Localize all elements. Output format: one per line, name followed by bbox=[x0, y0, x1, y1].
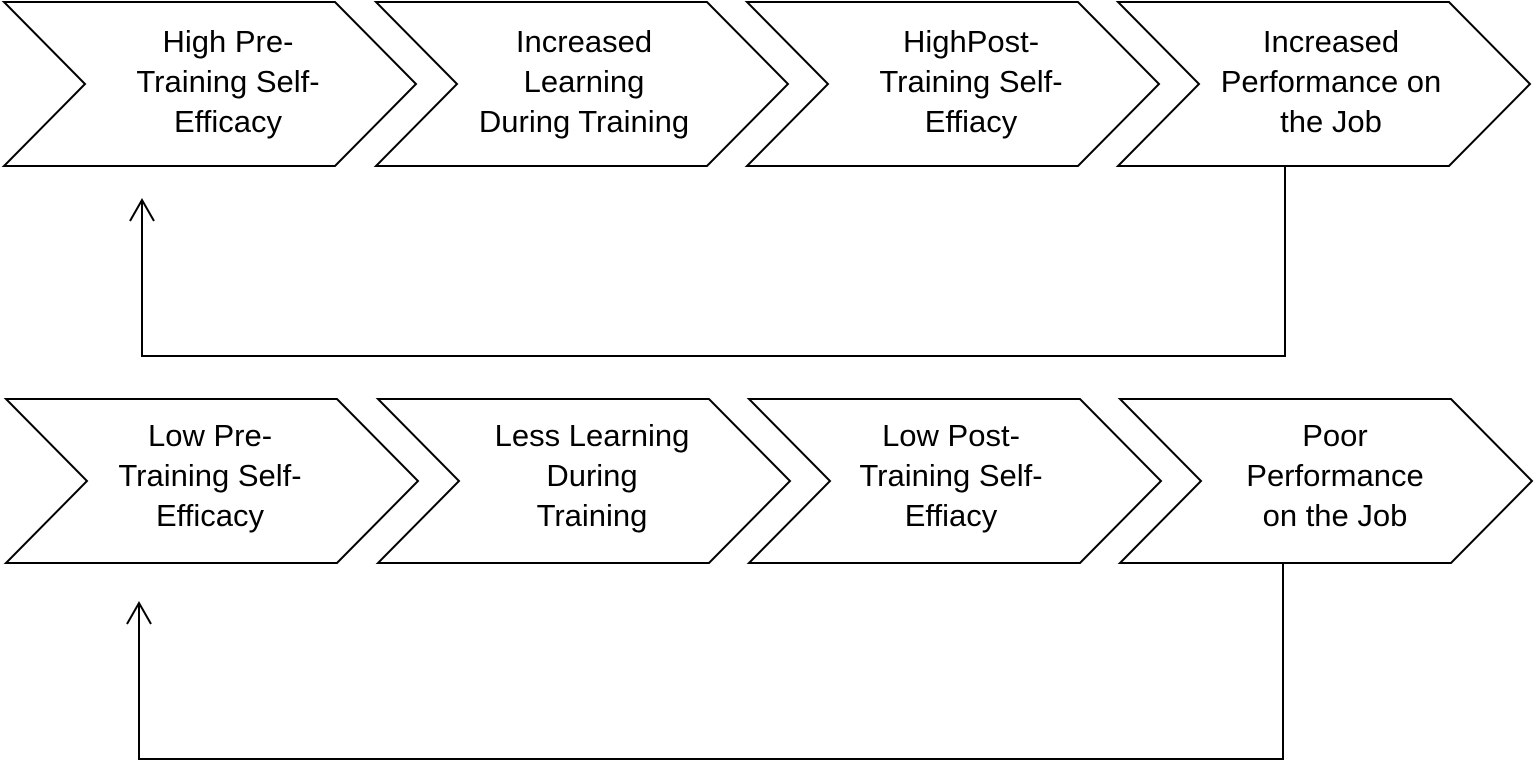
step-label-high-pre-training-self-efficacy: High Pre- Training Self- Efficacy bbox=[136, 24, 320, 139]
chevron-high-post-training-self-efficacy bbox=[744, 1, 1161, 167]
step-label-high-post-training-self-efficacy: HighPost- Training Self- Effiacy bbox=[879, 24, 1063, 139]
feedback-arrowhead-bottom bbox=[126, 600, 152, 625]
chevron-less-learning bbox=[375, 398, 792, 564]
step-label-increased-learning: Increased Learning During Training bbox=[478, 24, 690, 139]
chevron-poor-performance bbox=[1117, 398, 1534, 564]
chevron-increased-learning bbox=[373, 1, 790, 167]
step-label-poor-performance: Poor Performance on the Job bbox=[1246, 418, 1424, 533]
chevron-high-pre-training-self-efficacy bbox=[1, 1, 418, 167]
chevron-increased-performance bbox=[1115, 1, 1532, 167]
step-label-low-pre-training-self-efficacy: Low Pre- Training Self- Efficacy bbox=[118, 418, 302, 533]
step-label-less-learning: Less Learning During Training bbox=[494, 418, 690, 533]
step-label-increased-performance: Increased Performance on the Job bbox=[1220, 24, 1442, 139]
feedback-loop-line-bottom bbox=[138, 564, 1284, 760]
feedback-arrowhead-top bbox=[129, 197, 155, 222]
step-label-low-post-training-self-efficacy: Low Post- Training Self- Effiacy bbox=[859, 418, 1043, 533]
feedback-loop-line-top bbox=[141, 167, 1286, 357]
chevron-low-post-training-self-efficacy bbox=[746, 398, 1163, 564]
chevron-low-pre-training-self-efficacy bbox=[3, 398, 420, 564]
